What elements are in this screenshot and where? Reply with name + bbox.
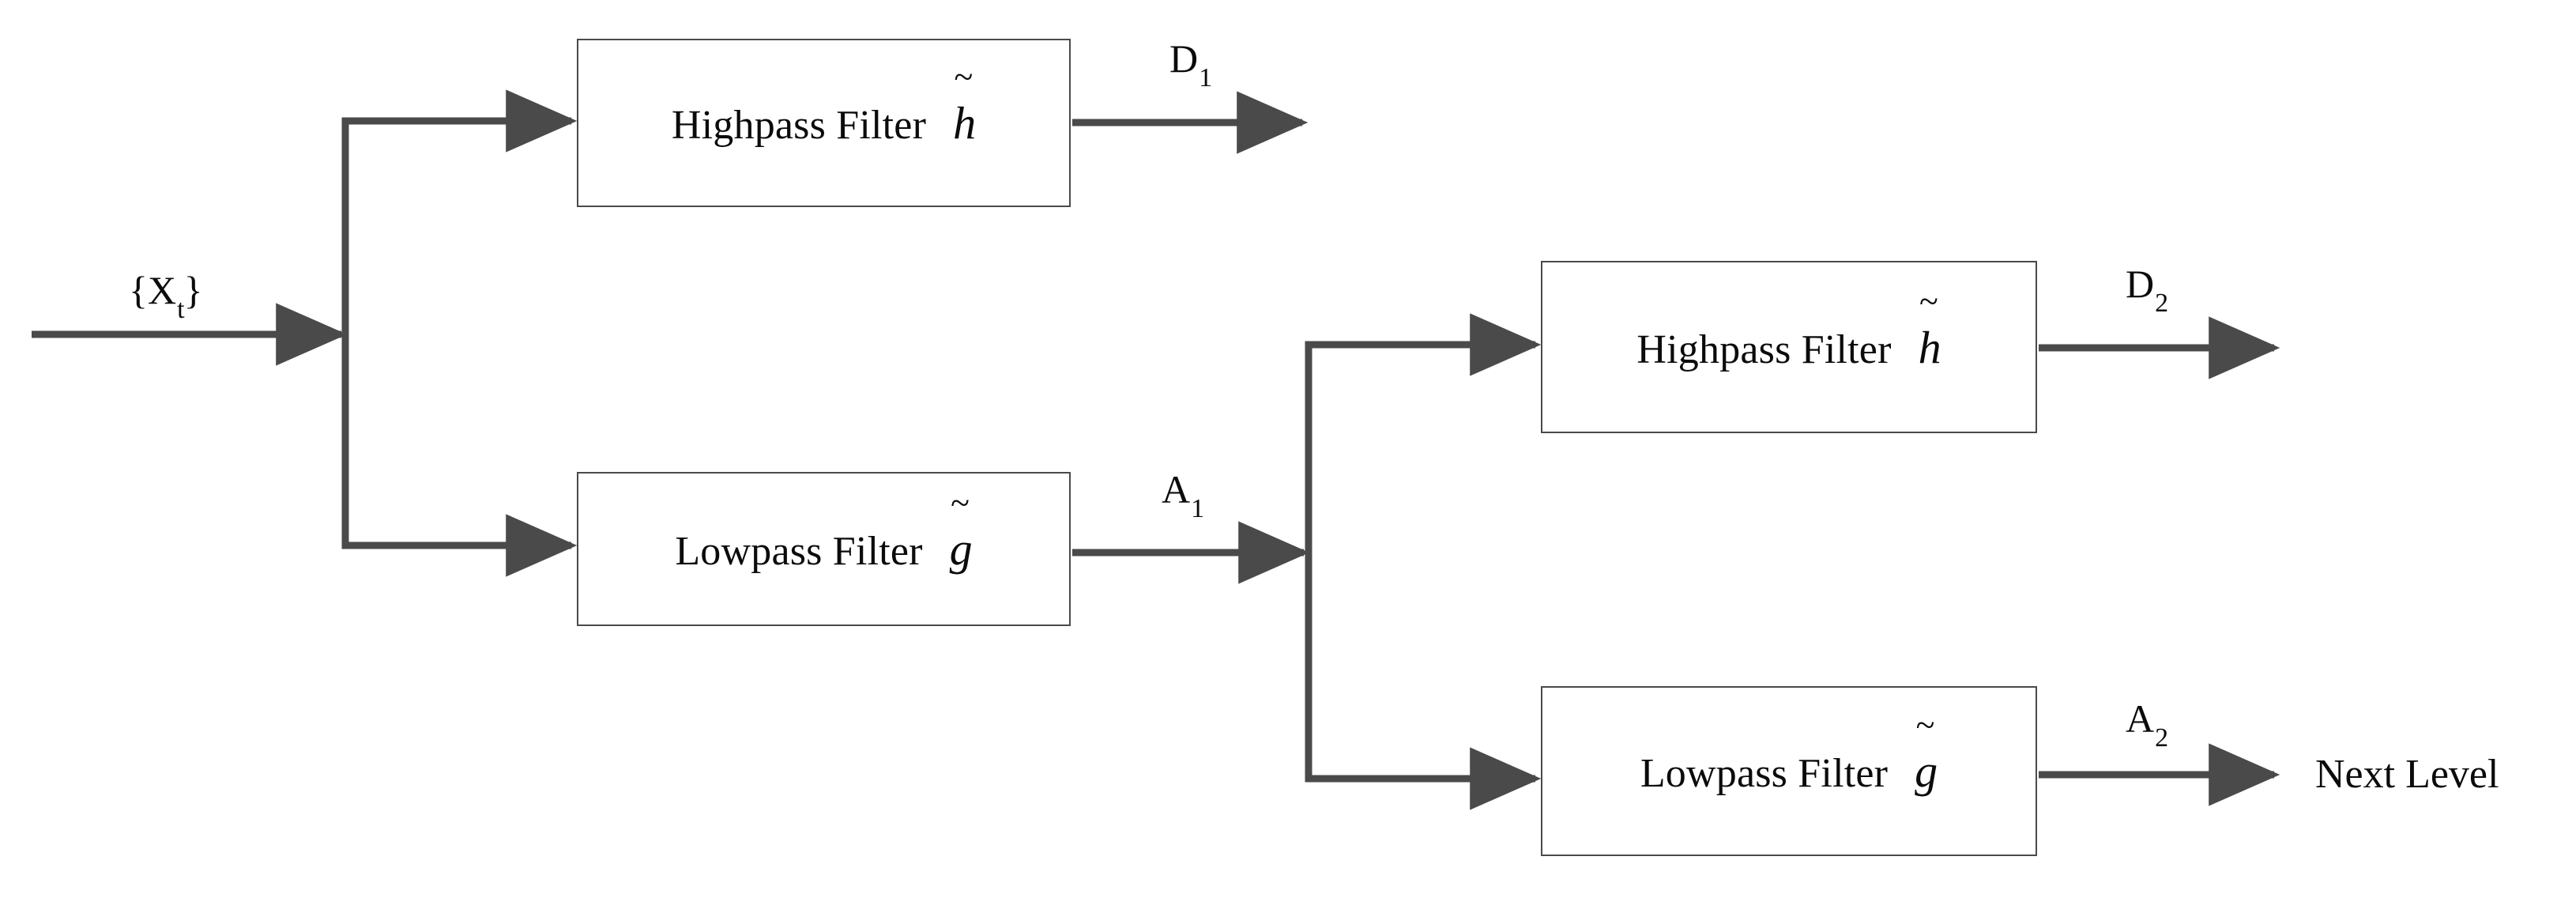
edge-label-a1-subscript: 1 — [1191, 494, 1205, 523]
tilde-accent-icon: ~ — [1915, 706, 1935, 745]
tilde-accent-icon: ~ — [954, 58, 974, 96]
highpass-filter-2-content: Highpass Filter ~ h — [1636, 284, 1941, 374]
highpass-filter-1-symbol-letter: h — [953, 97, 977, 149]
lowpass-filter-1-symbol: ~ g — [949, 486, 973, 575]
highpass-filter-1-box[interactable]: Highpass Filter ~ h — [577, 39, 1071, 207]
highpass-filter-1-content: Highpass Filter ~ h — [671, 60, 977, 149]
edge-label-a2: A2 — [2126, 696, 2168, 753]
edge-label-a1-base: A — [1162, 467, 1191, 511]
input-signal-label: {Xt} — [129, 267, 203, 324]
tilde-accent-icon: ~ — [951, 484, 970, 523]
next-level-label: Next Level — [2315, 752, 2499, 797]
lowpass-filter-2-box[interactable]: Lowpass Filter ~ g — [1541, 686, 2037, 856]
lowpass-filter-1-symbol-letter: g — [949, 523, 973, 575]
highpass-filter-1-label: Highpass Filter — [671, 103, 927, 148]
highpass-filter-2-label: Highpass Filter — [1636, 326, 1892, 372]
lowpass-filter-2-symbol: ~ g — [1915, 708, 1938, 798]
lowpass-filter-1-content: Lowpass Filter ~ g — [675, 486, 973, 575]
splitter-1 — [341, 89, 578, 577]
highpass-filter-2-symbol: ~ h — [1918, 284, 1941, 374]
tilde-accent-icon: ~ — [1919, 281, 1938, 321]
input-label-close: } — [183, 268, 203, 312]
lowpass-filter-1-label: Lowpass Filter — [675, 529, 923, 574]
edge-label-a2-base: A — [2126, 696, 2155, 741]
lowpass-filter-2-symbol-letter: g — [1915, 745, 1938, 797]
edge-label-d1: D1 — [1169, 36, 1212, 92]
splitter-2 — [1305, 313, 1542, 810]
edge-label-a1: A1 — [1162, 466, 1204, 523]
input-label-subscript: t — [177, 295, 185, 324]
edge-label-d2: D2 — [2126, 261, 2168, 318]
lowpass-filter-2-content: Lowpass Filter ~ g — [1640, 708, 1938, 798]
highpass-filter-2-box[interactable]: Highpass Filter ~ h — [1541, 261, 2037, 433]
lowpass-filter-1-box[interactable]: Lowpass Filter ~ g — [577, 472, 1071, 626]
input-label-open: {X — [129, 268, 177, 312]
highpass-filter-2-symbol-letter: h — [1918, 321, 1941, 373]
edge-label-d2-base: D — [2126, 262, 2155, 306]
lowpass-filter-2-label: Lowpass Filter — [1640, 751, 1889, 796]
edge-label-d1-subscript: 1 — [1199, 63, 1213, 92]
highpass-filter-1-symbol: ~ h — [953, 60, 977, 149]
edge-label-d2-subscript: 2 — [2155, 289, 2169, 318]
edge-label-d1-base: D — [1169, 36, 1199, 81]
edge-label-a2-subscript: 2 — [2155, 723, 2169, 753]
